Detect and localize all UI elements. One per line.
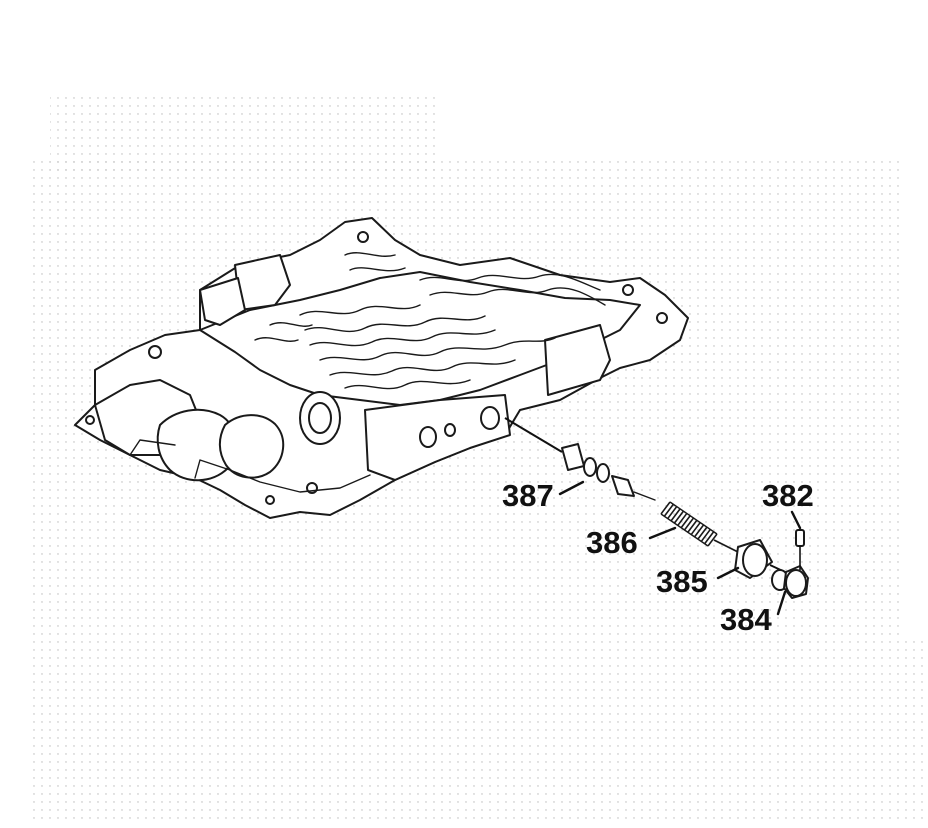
- callout-387: 387: [502, 478, 554, 513]
- leader-385: [716, 566, 740, 580]
- callout-384: 384: [720, 602, 772, 637]
- valve-spool-387: [561, 443, 656, 501]
- pin-382: [795, 529, 805, 570]
- leader-lines: [558, 480, 802, 616]
- bushing-385: [734, 539, 786, 579]
- valve-body: [74, 217, 689, 519]
- callout-382: 382: [762, 478, 814, 513]
- leader-387: [558, 480, 585, 496]
- callout-385: 385: [656, 564, 708, 599]
- axis-line: [504, 417, 563, 453]
- leader-382: [790, 510, 802, 530]
- leader-386: [648, 526, 677, 540]
- spring-386: [660, 501, 739, 553]
- callout-386: 386: [586, 525, 638, 560]
- leader-384: [776, 590, 787, 616]
- plug-384: [771, 565, 809, 599]
